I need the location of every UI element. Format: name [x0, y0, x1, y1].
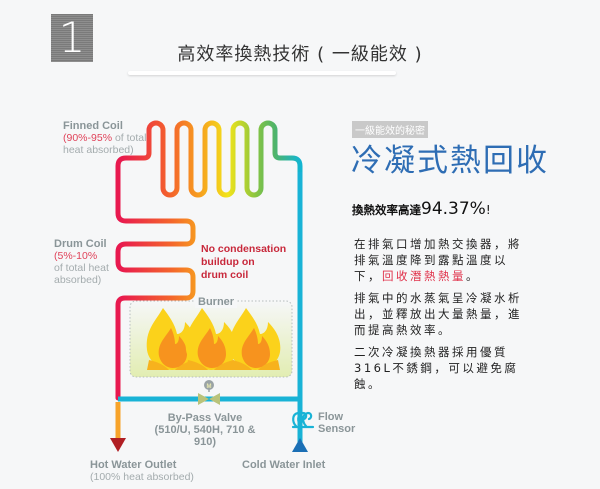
valve-motor-label: M	[207, 384, 212, 390]
heat-exchanger-coil	[115, 120, 303, 401]
efficiency-line: 換熱效率高達94.37%!	[352, 199, 491, 219]
page-title: 高效率換熱技術 ( 一級能效 )	[177, 44, 423, 65]
hot-water-arrow	[110, 438, 126, 452]
flow-sensor-label: Flow Sensor	[318, 411, 356, 435]
hot-water-outlet-sub: (100% heat absorbed)	[90, 471, 194, 483]
bypass-valve-title: By-Pass Valve	[167, 412, 243, 424]
efficiency-value: 94.37%	[421, 199, 486, 219]
flame	[229, 308, 281, 370]
drum-coil-text: of total heat	[54, 262, 109, 274]
condensing-heading: 冷凝式熱回收	[351, 143, 549, 179]
bypass-valve-models: (510/U, 540H, 710 & 910)	[154, 424, 256, 448]
cold-water-arrow	[292, 438, 308, 452]
drum-coil-label: Drum Coil (5%-10% of total heat absorbed…	[54, 238, 109, 286]
flame	[185, 308, 237, 370]
efficiency-prefix: 換熱效率高達	[352, 203, 421, 217]
finned-coil-title: Finned Coil	[63, 120, 123, 132]
finned-coil-text-2: heat absorbed)	[63, 144, 134, 156]
bypass-valve-label: By-Pass Valve (510/U, 540H, 710 & 910)	[145, 412, 265, 448]
step-number-badge: 1	[51, 14, 93, 62]
finned-coil-text: of total	[112, 132, 147, 144]
finned-coil-range: (90%-95%	[63, 132, 113, 144]
drum-coil-text-2: absorbed)	[54, 274, 102, 286]
title-underline	[128, 71, 396, 75]
drum-coil-title: Drum Coil	[54, 238, 107, 250]
hot-water-outlet-title: Hot Water Outlet	[90, 459, 177, 471]
efficiency-suffix: !	[485, 203, 491, 217]
burner-label: Burner	[195, 296, 238, 308]
highlight-latent-heat: 回收潛熱熱量	[382, 269, 466, 283]
secret-tag: 一級能效的秘密	[352, 121, 428, 138]
burner-flames	[146, 308, 281, 370]
paragraph-3: 二次冷凝換熱器採用優質316L不銹鋼，可以避免腐蝕。	[354, 345, 519, 391]
finned-coil-label: Finned Coil (90%-95% of total heat absor…	[63, 120, 146, 156]
drum-coil-range: (5%-10%	[54, 250, 98, 262]
cold-water-inlet-label: Cold Water Inlet	[242, 459, 326, 471]
paragraph-1: 在排氣口增加熱交換器，將排氣溫度降到露點溫度以下，回收潛熱熱量。	[354, 237, 522, 283]
flow-sensor-icon	[291, 411, 315, 429]
bypass-valve-icon	[198, 380, 220, 405]
drum-coil-note: No condensation buildup on drum coil	[201, 243, 287, 281]
paragraph-2: 排氣中的水蒸氣呈冷凝水析出，並釋放出大量熱量，進而提高熱效率。	[354, 291, 522, 337]
hot-water-outlet-label: Hot Water Outlet (100% heat absorbed)	[90, 459, 194, 483]
